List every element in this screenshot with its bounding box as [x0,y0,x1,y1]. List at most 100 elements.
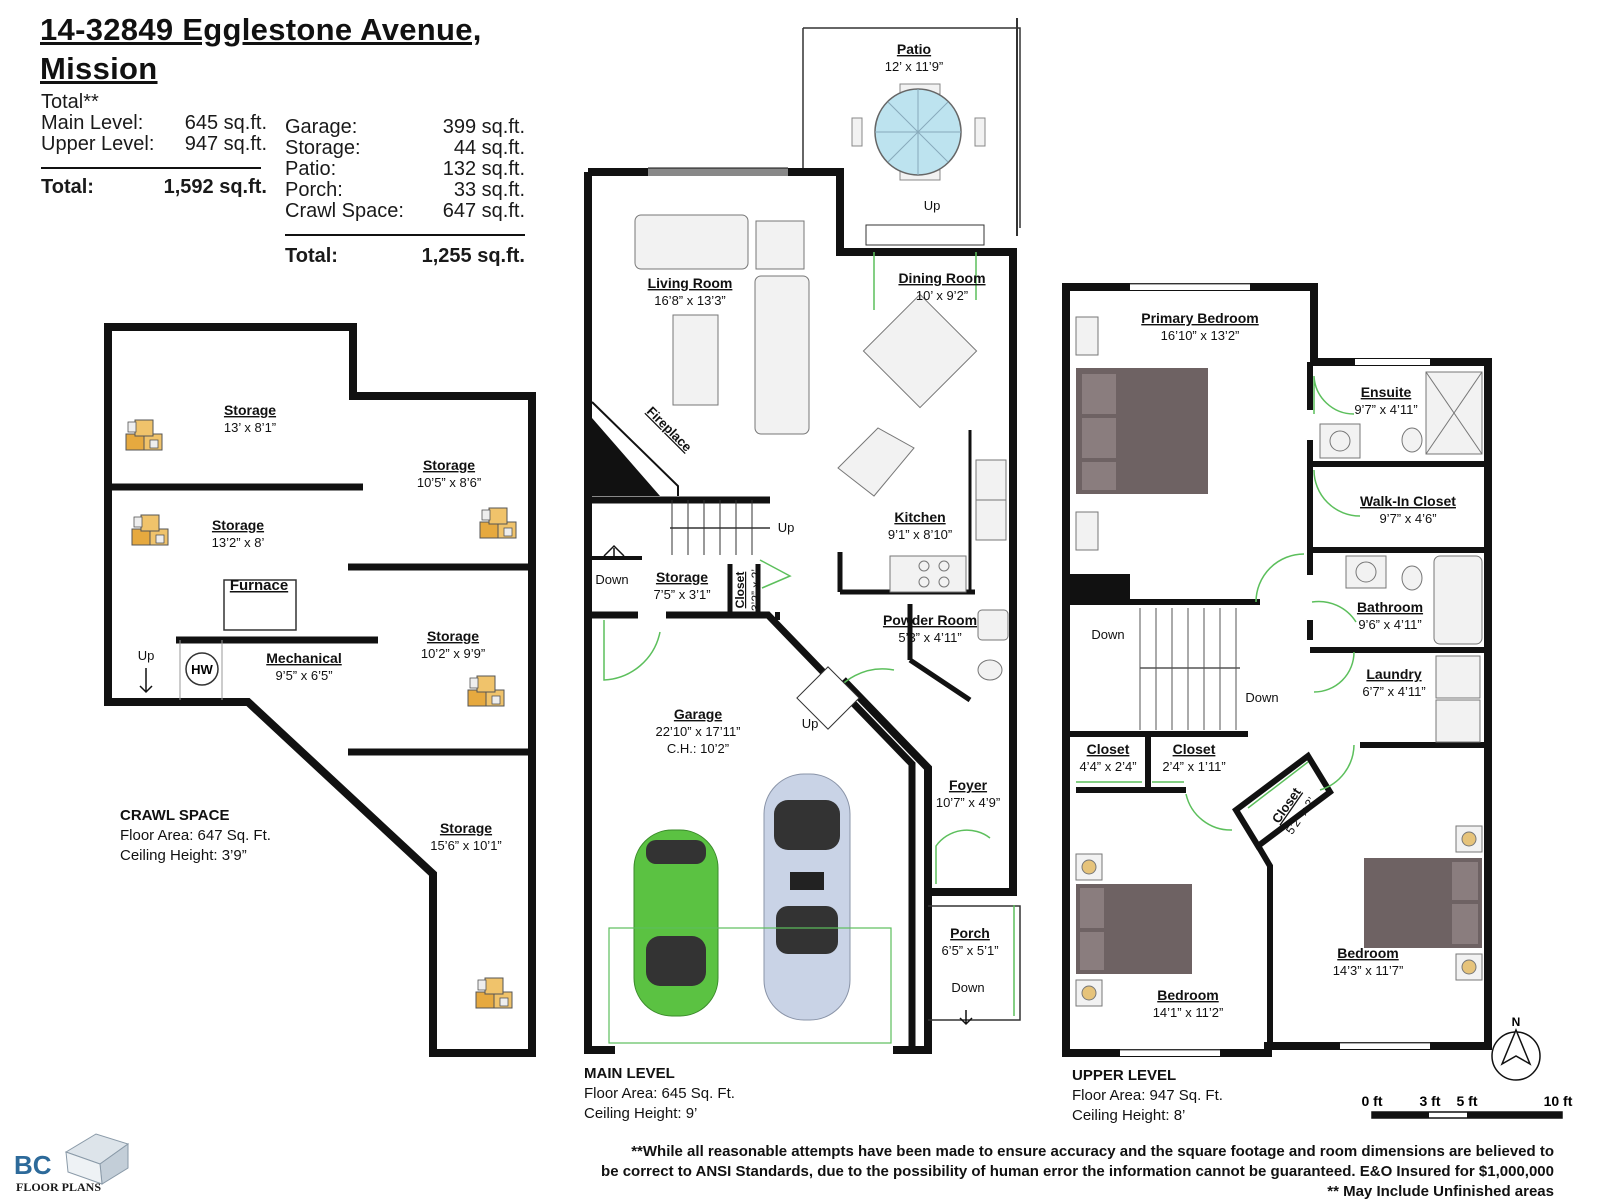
room-dimensions: 10’5” x 8’6” [417,475,481,490]
unfinished-total-label: Total: [285,245,338,267]
finished-heading: Total** [41,91,99,113]
room-name: Living Room [648,275,733,291]
water-heater-label: HW [191,662,213,677]
main-level-plan: Patio 12’ x 11’9” Living Room 16’8” x 13… [584,18,1021,1054]
room-dimensions: 16’10” x 13’2” [1161,328,1240,343]
divider [285,234,525,236]
room-name: Patio [897,41,931,57]
room-name: Garage [674,706,722,722]
upper-level-label: UPPER LEVEL Floor Area: 947 Sq. Ft. Ceil… [1072,1067,1223,1124]
room-name: Foyer [949,777,988,793]
scale-label: 10 ft [1544,1093,1573,1109]
room-name: Walk-In Closet [1360,493,1456,509]
room-dimensions: 15’6” x 10’1” [430,838,502,853]
staircase [1139,608,1240,730]
title-line-2: Mission [40,51,158,86]
room-dimensions: 9’6” x 4’11” [1358,617,1421,632]
primary-bed [1076,368,1208,494]
room-name: Storage [440,820,492,836]
room-name: Bathroom [1357,599,1423,615]
room-name: Bedroom [1157,987,1218,1003]
room-dimensions: 13’ x 8’1” [224,420,276,435]
page-title: 14-32849 Egglestone Avenue, Mission [40,10,482,88]
room-dimensions: 10’7” x 4’9” [936,795,1000,810]
stair-label: Up [924,198,941,213]
room-dimensions: 2’4” x 1’11” [1162,759,1225,774]
room-name: Porch [950,925,990,941]
main-level-label: MAIN LEVEL Floor Area: 645 Sq. Ft. Ceili… [584,1065,735,1122]
room-name: Ensuite [1361,384,1412,400]
living-room-furniture [634,214,810,435]
doors [603,252,1015,1016]
room-name: Powder Room [883,612,977,628]
room-dimensions: 5’3” x 4’11” [898,630,961,645]
green-car [633,829,719,1017]
scale-label: 3 ft [1420,1093,1441,1109]
room-dimensions: 9’7” x 4’6” [1379,511,1436,526]
room-name: Closet [1173,741,1216,757]
room-dimensions: 12’ x 11’9” [885,59,944,74]
table-row: Total: 1,592 sq.ft. [41,177,267,198]
compass-label: N [1512,1015,1521,1029]
scale-label: 0 ft [1362,1093,1383,1109]
stair-label: Up [138,648,155,663]
room-name: Storage [423,457,475,473]
table-row: Crawl Space:647 sq.ft. [285,200,525,222]
logo-mark: BC [14,1150,52,1180]
crawl-space-label: CRAWL SPACE Floor Area: 647 Sq. Ft. Ceil… [120,807,271,864]
table-row: Patio:132 sq.ft. [285,158,525,180]
title-line-1: 14-32849 Egglestone Avenue, [40,12,482,47]
room-name: Furnace [230,577,288,594]
stair-label: Down [1245,690,1278,705]
stair-label: Up [802,716,819,731]
room-dimensions: 16’8” x 13’3” [654,293,726,308]
finished-area-table: Total** Main Level:645 sq.ft. Upper Leve… [41,92,267,198]
table-row: Upper Level:947 sq.ft. [41,133,267,155]
room-dimensions: 22’10” x 17’11” [655,724,740,739]
finished-total-value: 1,592 sq.ft. [163,176,267,198]
room-name: Closet [733,572,747,609]
room-dimensions: 9’5” x 6’5” [275,668,332,683]
bathroom-fixtures [1319,371,1483,743]
room-dimensions: 13’2” x 8’ [212,535,265,550]
upper-level-plan: Primary Bedroom 16’10” x 13’2” Ensuite 9… [1062,283,1492,1057]
dining-table [862,293,978,409]
kitchen-fixtures [837,427,1009,681]
water-heater [185,652,219,686]
stair-label: Down [1091,627,1124,642]
room-name: Closet [1087,741,1130,757]
table-row: Garage:399 sq.ft. [285,116,525,138]
stair-label: Up [778,520,795,535]
brand-logo: BC FLOOR PLANS [12,1130,142,1199]
room-name: Dining Room [898,270,985,286]
room-dimensions: 14’1” x 11’2” [1153,1005,1224,1020]
arrow-up-icon [603,544,625,560]
fireplace-label: Fireplace [644,404,695,455]
patio-table [851,83,986,181]
unfinished-total-value: 1,255 sq.ft. [421,245,525,267]
finished-total-label: Total: [41,176,94,198]
room-dimensions: 4’4” x 2’4” [1079,759,1136,774]
garage-ceiling-height: C.H.: 10’2” [667,741,729,756]
arrow-down-icon [959,1010,973,1026]
room-name: Storage [212,517,264,533]
doors [1076,375,1361,831]
room-name: Laundry [1366,666,1421,682]
room-name: Mechanical [266,650,341,666]
silver-car [763,773,851,1021]
scale-label: 5 ft [1457,1093,1478,1109]
furnace-unit [223,579,297,631]
room-dimensions: 6’5” x 5’1” [941,943,998,958]
room-dimensions: 9’1” x 8’10” [888,527,952,542]
room-name: Kitchen [894,509,945,525]
room-name: Storage [224,402,276,418]
room-dimensions: 3’2” x 2’ [749,569,763,611]
compass-icon: N [1491,1015,1541,1081]
table-row: Porch:33 sq.ft. [285,179,525,201]
table-row: Storage:44 sq.ft. [285,137,525,159]
table-row: Total: 1,255 sq.ft. [285,246,525,267]
table-row: Main Level:645 sq.ft. [41,112,267,134]
room-dimensions: 14’3” x 11’7” [1333,963,1404,978]
room-name: Primary Bedroom [1141,310,1258,326]
bed-right [1364,825,1483,981]
